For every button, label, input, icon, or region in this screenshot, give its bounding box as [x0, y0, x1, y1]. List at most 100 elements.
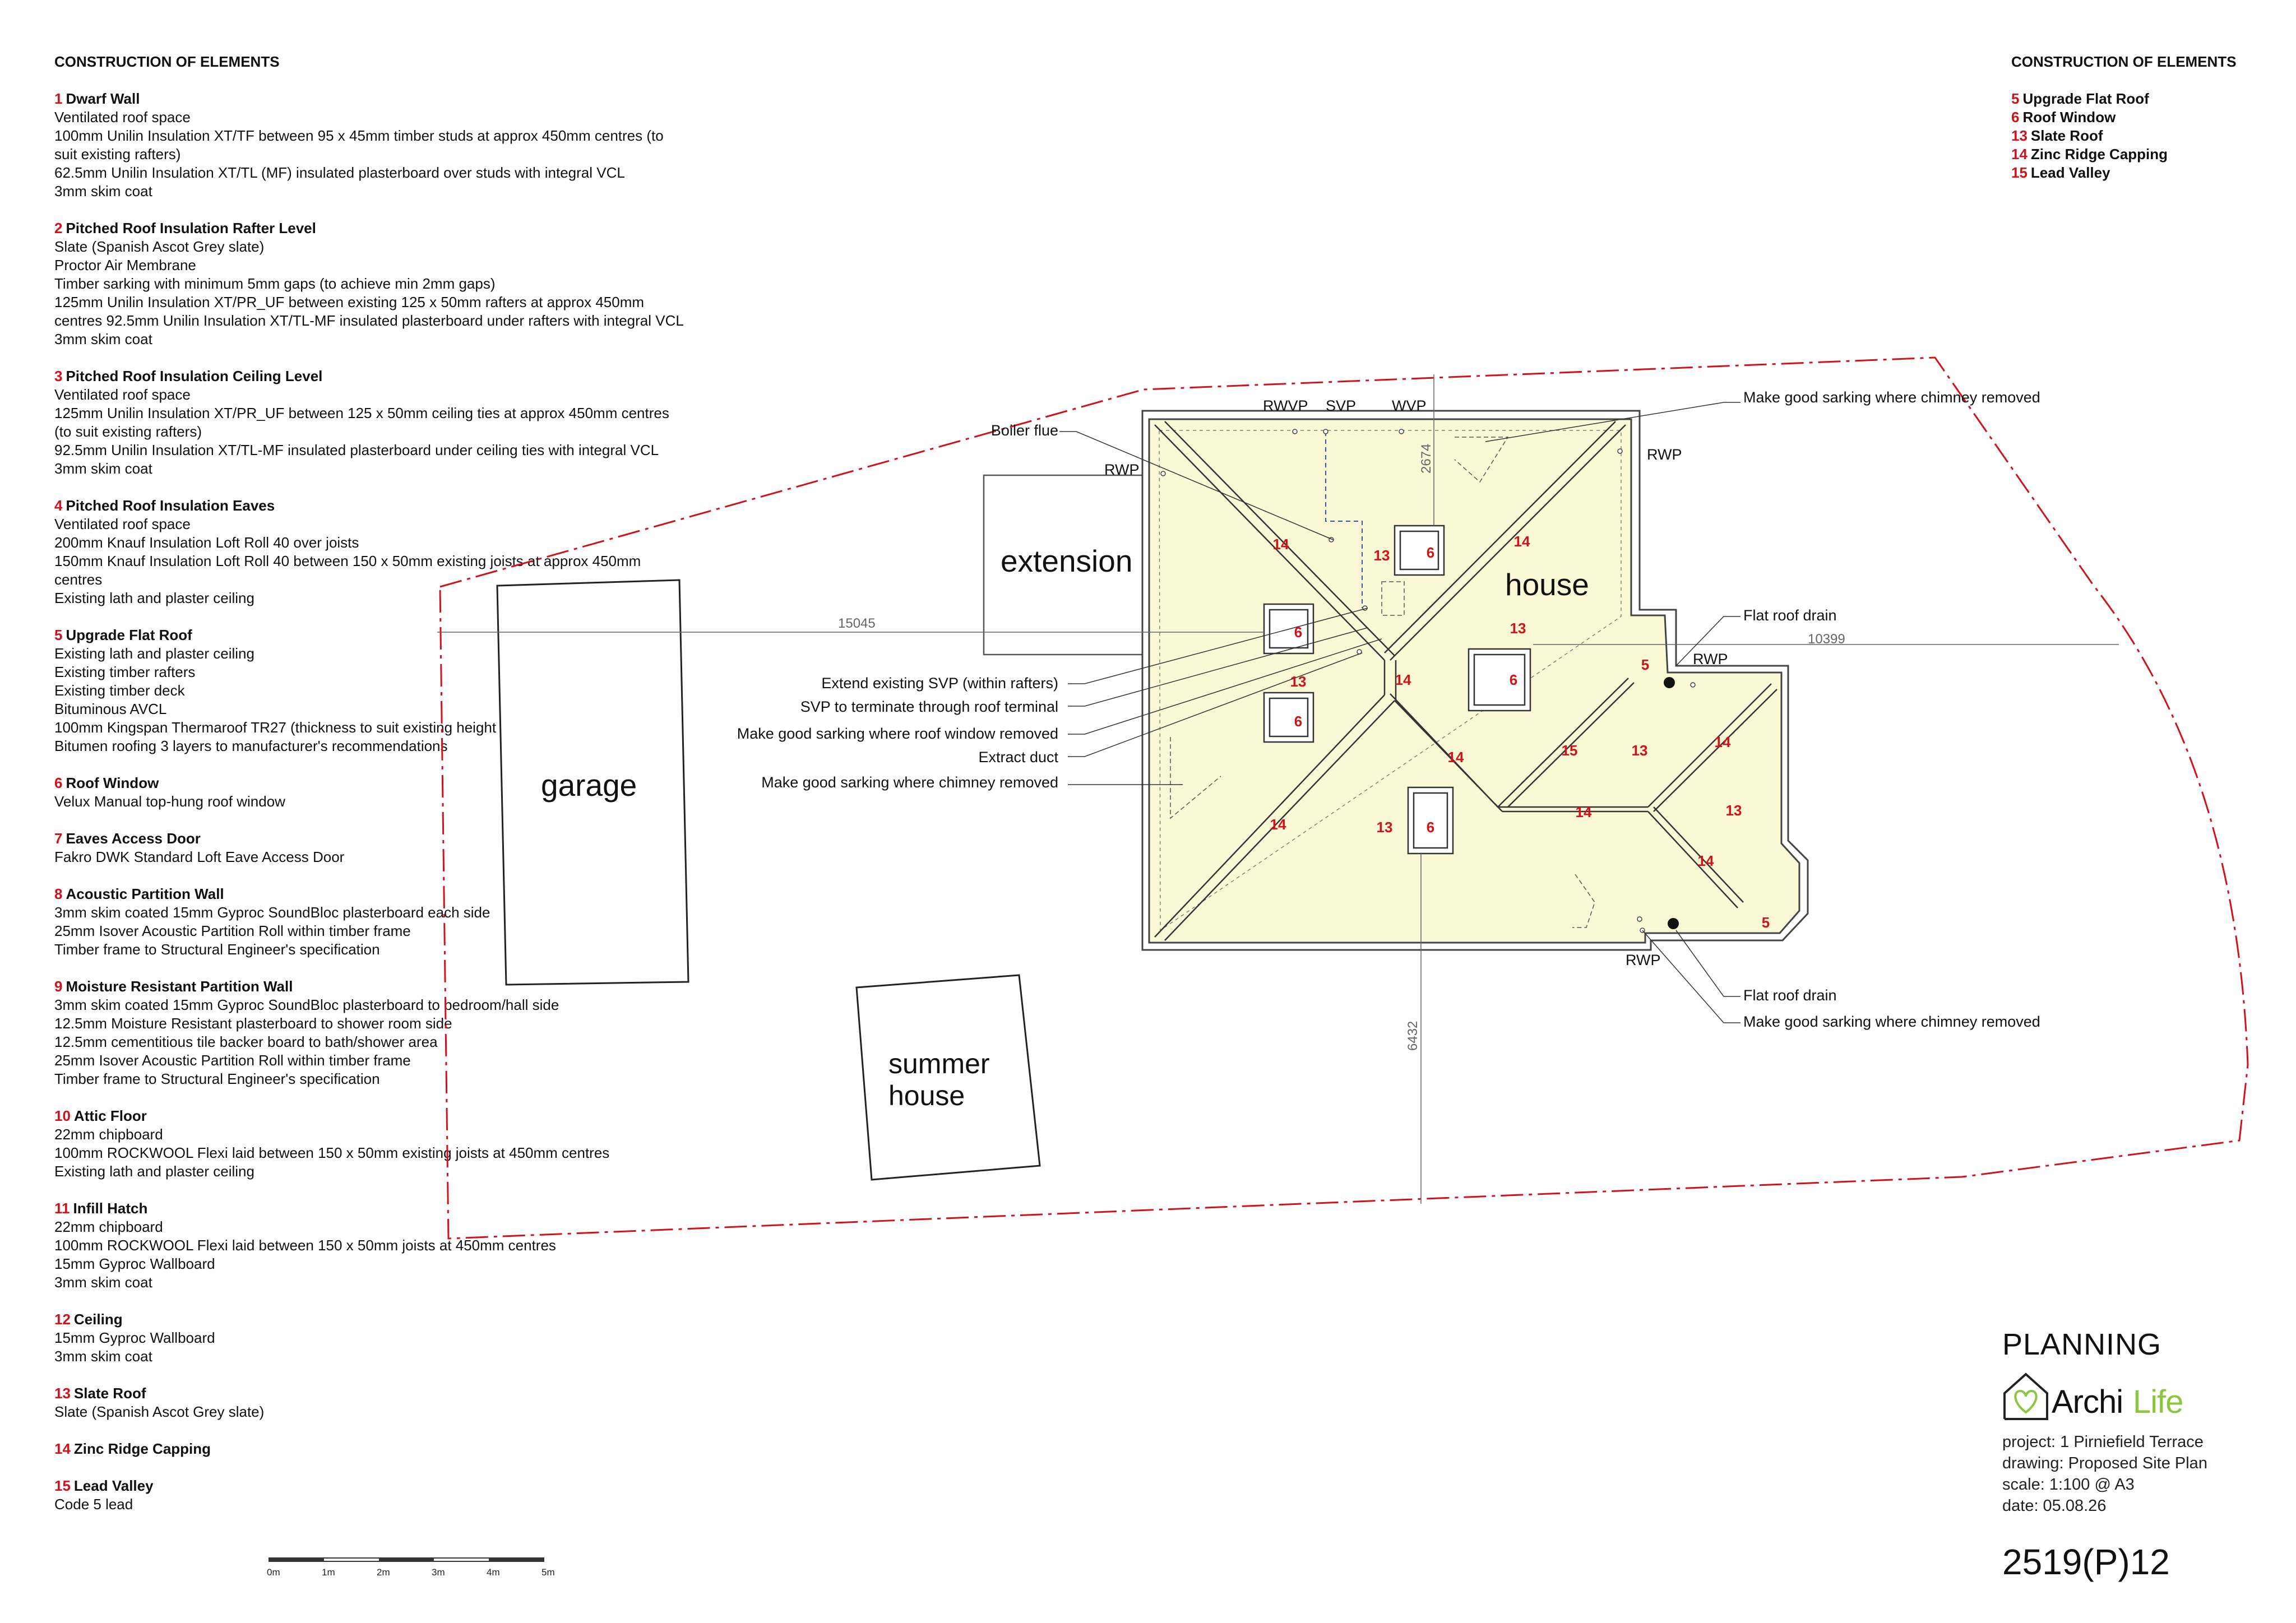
flat-roof-drain-label: Flat roof drain: [1743, 987, 1837, 1004]
scale-bar-label: 2m: [377, 1567, 390, 1578]
legend-item-spec-line: Existing timber deck: [54, 682, 185, 699]
legend-item-name: Moisture Resistant Partition Wall: [66, 978, 293, 995]
element-tag: 14: [1715, 734, 1731, 750]
element-tag: 6: [1510, 671, 1517, 688]
summer-house-label-2: house: [888, 1080, 965, 1111]
legend-item-spec-line: 100mm Kingspan Thermaroof TR27 (thicknes…: [54, 719, 563, 736]
chimney-note-1: Make good sarking where chimney removed: [1743, 389, 2040, 406]
scale-bar-label: 3m: [432, 1567, 445, 1578]
rwp-label: RWP: [1104, 461, 1140, 478]
legend-item-name: Zinc Ridge Capping: [73, 1440, 211, 1457]
element-tag: 13: [1632, 742, 1648, 759]
roof-window-inner: [1269, 609, 1309, 649]
house-roof-eaves: [1159, 430, 1622, 931]
legend-item-spec-line: suit existing rafters): [54, 146, 181, 163]
flat-roof-drains: [1664, 677, 1679, 929]
legend-summary-title: Slate Roof: [2030, 127, 2103, 144]
chimney-note-3: Make good sarking where chimney removed: [1743, 1013, 2040, 1030]
legend-item-spec-line: 15mm Gyproc Wallboard: [54, 1255, 215, 1272]
element-tag: 14: [1395, 671, 1411, 688]
legend-item-spec-line: 15mm Gyproc Wallboard: [54, 1329, 215, 1346]
archilife-logo: Archi Life: [2002, 1367, 2271, 1423]
pipe-marker: [1323, 429, 1328, 434]
legend-item-spec-line: 25mm Isover Acoustic Partition Roll with…: [54, 922, 411, 939]
extend-svp-label: Extend existing SVP (within rafters): [821, 675, 1058, 692]
chimney-note-2: Make good sarking where chimney removed: [761, 774, 1058, 791]
legend-item-spec-line: Existing lath and plaster ceiling: [54, 645, 254, 662]
house-label: house: [1505, 567, 1589, 602]
legend-item-number: 1: [54, 90, 63, 107]
garage-outline: [496, 579, 689, 986]
legend-item-name: Roof Window: [66, 775, 159, 791]
legend-item-spec-line: (to suit existing rafters): [54, 423, 202, 440]
element-tag: 14: [1448, 749, 1464, 766]
legend-item-name: Lead Valley: [73, 1477, 154, 1494]
legend-item-spec-line: 22mm chipboard: [54, 1126, 163, 1143]
sarking-window-label: Make good sarking where roof window remo…: [737, 725, 1058, 742]
legend-item-spec-line: 125mm Unilin Insulation XT/PR_UF between…: [54, 405, 669, 421]
legend-summary-number: 6: [2011, 109, 2020, 126]
legend-summary-title: Upgrade Flat Roof: [2022, 90, 2149, 107]
legend-item-spec-line: 100mm ROCKWOOL Flexi laid between 150 x …: [54, 1144, 610, 1161]
scale-bar-label: 1m: [322, 1567, 335, 1578]
brand-life: Life: [2133, 1384, 2184, 1420]
element-tag: 14: [1576, 804, 1592, 820]
dimension-label: 15045: [838, 616, 876, 631]
legend-item-spec-line: Velux Manual top-hung roof window: [54, 793, 285, 810]
rwp-label: RWP: [1647, 446, 1682, 463]
drawing-line: drawing: Proposed Site Plan: [2002, 1454, 2207, 1472]
legend-item-spec-line: 125mm Unilin Insulation XT/PR_UF between…: [54, 294, 645, 310]
element-tag: 13: [1290, 673, 1307, 690]
svp-terminate-label: SVP to terminate through roof terminal: [800, 698, 1058, 715]
legend-item-spec-line: Existing timber rafters: [54, 664, 196, 680]
element-tag: 13: [1726, 802, 1742, 819]
legend-item-spec-line: Ventilated roof space: [54, 386, 191, 403]
legend-item-name: Attic Floor: [73, 1107, 147, 1124]
legend-item-spec-line: 3mm skim coated 15mm Gyproc SoundBloc pl…: [54, 904, 490, 921]
legend-item-spec-line: 92.5mm Unilin Insulation XT/TL-MF insula…: [54, 442, 659, 458]
legend-item-spec-line: 12.5mm cementitious tile backer board to…: [54, 1033, 438, 1050]
element-tag: 14: [1514, 533, 1530, 550]
legend-item-spec-line: 3mm skim coat: [54, 183, 152, 200]
legend-summary-number: 14: [2011, 146, 2027, 163]
drain-icon: [1664, 677, 1675, 688]
title-block: PLANNING Archi Life project: 1 Pirniefie…: [2002, 1327, 2271, 1583]
legend-item-spec-line: 3mm skim coat: [54, 1348, 152, 1365]
roof-window: [1407, 786, 1454, 855]
scale-bar-label: 5m: [541, 1567, 555, 1578]
drawing-number: 2519(P)12: [2002, 1542, 2170, 1582]
legend-item-spec-line: Fakro DWK Standard Loft Eave Access Door: [54, 848, 345, 865]
pipe-marker: [1617, 448, 1623, 454]
dimension-label: 6432: [1405, 1021, 1420, 1051]
pipe-marker: [1292, 429, 1298, 434]
element-tag: 15: [1562, 742, 1578, 759]
drawing-meta: project: 1 Pirniefield Terrace drawing: …: [2002, 1431, 2271, 1517]
legend-item-spec-line: 100mm Unilin Insulation XT/TF between 95…: [54, 127, 664, 144]
legend-item-spec-line: Slate (Spanish Ascot Grey slate): [54, 1403, 265, 1420]
legend-item-number: 15: [54, 1477, 71, 1494]
legend-item-spec-line: Existing lath and plaster ceiling: [54, 590, 254, 606]
legend-item-name: Pitched Roof Insulation Eaves: [66, 497, 275, 514]
legend-item-spec-line: 200mm Knauf Insulation Loft Roll 40 over…: [54, 534, 359, 551]
